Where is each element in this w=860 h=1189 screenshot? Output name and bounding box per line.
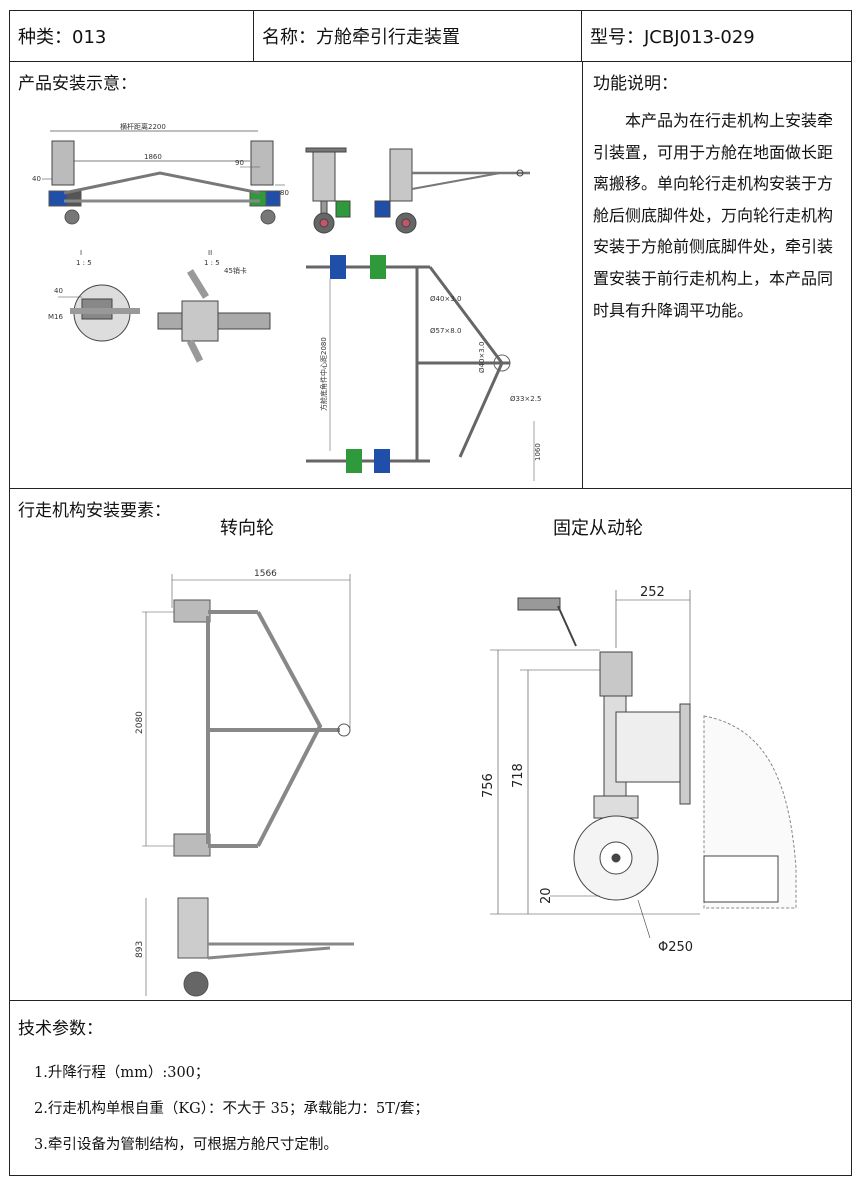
- walking-diagram: 1566 2080 893: [135, 569, 797, 997]
- dim-718: 718: [511, 763, 526, 788]
- dim-vert: 方舱底角件中心距2080: [319, 337, 328, 411]
- function-text: 本产品为在行走机构上安装牵引装置，可用于方舱在地面做长距离搬移。单向轮行走机构安…: [593, 111, 834, 320]
- install-diagram-panel: 产品安装示意：: [10, 61, 583, 488]
- tech-item-1: 1.升降行程（mm）:300；: [34, 1065, 210, 1081]
- walking-section: 行走机构安装要素： 转向轮 固定从动轮 1566 2080: [10, 488, 851, 1001]
- swivel-title: 转向轮: [220, 518, 274, 539]
- tube-2: Ø57×8.0: [430, 327, 461, 335]
- dim-20: 20: [539, 887, 554, 904]
- swivel-side-drawing: [145, 897, 354, 997]
- function-panel: 功能说明： 本产品为在行走机构上安装牵引装置，可用于方舱在地面做长距离搬移。单向…: [583, 61, 851, 488]
- dim-1566: 1566: [254, 569, 277, 579]
- install-diagram: 横杆距离2200 1860 90 40 80: [32, 122, 542, 481]
- side-view-drawing: [305, 147, 530, 234]
- fixed-title: 固定从动轮: [553, 518, 643, 539]
- tube-3: Ø40×3.0: [478, 342, 486, 373]
- category-cell: 种类：013: [10, 11, 254, 61]
- pin-label: 45销卡: [224, 266, 247, 275]
- tube-1: Ø40×3.0: [430, 295, 461, 303]
- tech-label: 技术参数：: [18, 1019, 103, 1039]
- plan-view-drawing: [306, 255, 535, 481]
- dim-252: 252: [640, 585, 665, 600]
- dim-m16: M16: [48, 313, 63, 321]
- name-cell: 名称：方舱牵引行走装置: [254, 11, 582, 61]
- spec-sheet: 种类：013 名称：方舱牵引行走装置 型号：JCBJ013-029 产品安装示意…: [9, 10, 852, 1176]
- dim-1860: 1860: [144, 153, 162, 161]
- model-cell: 型号：JCBJ013-029: [590, 27, 755, 48]
- detail-a-drawing: [58, 284, 140, 342]
- fixed-wheel-drawing: [490, 590, 797, 939]
- dim-span: 横杆距离2200: [120, 122, 166, 131]
- detail-b-label: II: [208, 249, 212, 257]
- dim-40b: 40: [54, 287, 63, 295]
- dim-90: 90: [235, 159, 244, 167]
- tech-item-2: 2.行走机构单根自重（KG）：不大于 35；承载能力：5T/套；: [34, 1101, 429, 1117]
- dim-40: 40: [32, 175, 41, 183]
- install-label: 产品安装示意：: [18, 74, 137, 94]
- detail-b-scale: 1 : 5: [204, 259, 220, 267]
- swivel-plan-drawing: [142, 574, 351, 857]
- dim-2080: 2080: [135, 711, 145, 734]
- front-view-drawing: [42, 130, 285, 225]
- detail-b-drawing: [157, 269, 271, 363]
- walking-label: 行走机构安装要素：: [18, 501, 171, 521]
- dim-893: 893: [135, 941, 145, 958]
- dim-80: 80: [280, 189, 289, 197]
- function-label: 功能说明：: [593, 74, 678, 94]
- dim-250: Φ250: [658, 940, 693, 955]
- dim-1060: 1060: [534, 443, 542, 461]
- dim-756: 756: [481, 773, 496, 798]
- tech-item-3: 3.牵引设备为管制结构，可根据方舱尺寸定制。: [34, 1137, 338, 1153]
- install-section: 产品安装示意：: [10, 61, 851, 489]
- tech-section: 技术参数： 1.升降行程（mm）:300； 2.行走机构单根自重（KG）：不大于…: [10, 1000, 851, 1175]
- tube-4: Ø33×2.5: [510, 395, 541, 403]
- header-row: 种类：013 名称：方舱牵引行走装置 型号：JCBJ013-029: [10, 11, 851, 62]
- detail-a-scale: 1 : 5: [76, 259, 92, 267]
- detail-a-label: I: [80, 249, 82, 257]
